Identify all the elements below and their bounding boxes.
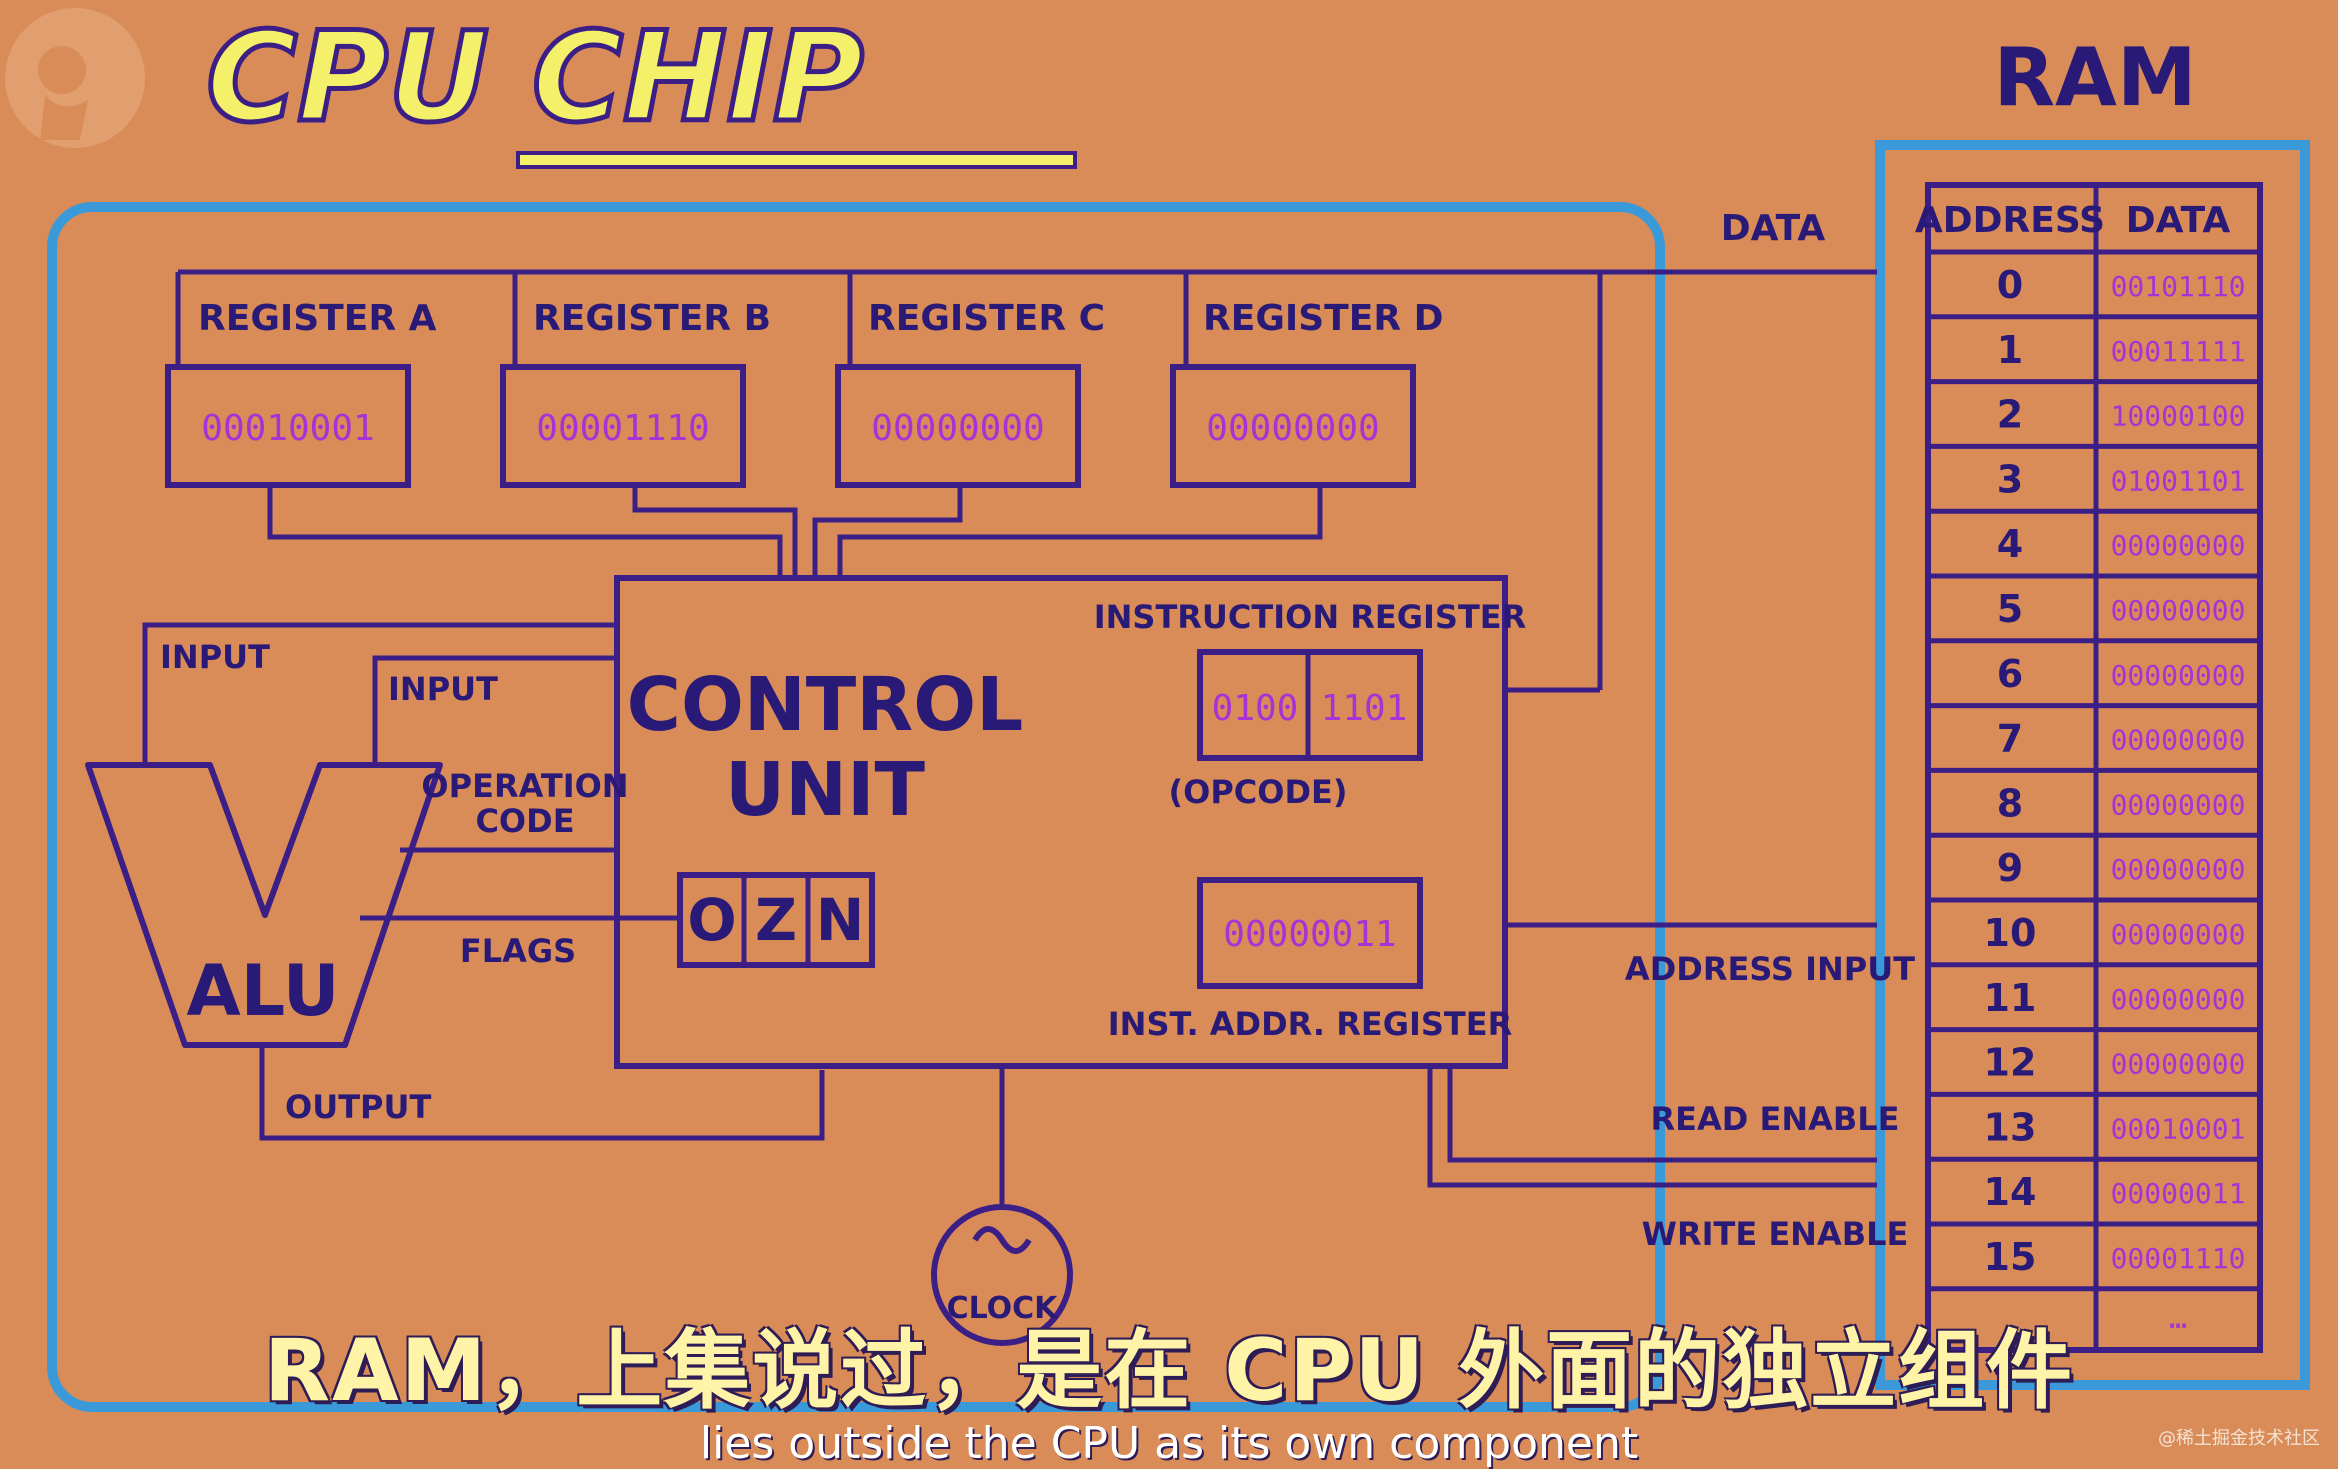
ram-address-cell: 7: [1997, 717, 2023, 761]
opcode-label: (OPCODE): [1168, 773, 1347, 811]
alu-input-2-label: INPUT: [388, 670, 498, 708]
ram-address-cell: 13: [1984, 1105, 2037, 1149]
register-c-label: REGISTER C: [868, 298, 1105, 339]
ram-more-rows-icon: ⋯: [2169, 1308, 2187, 1343]
ram-header-data: DATA: [2126, 200, 2231, 241]
clock: CLOCK: [931, 1204, 1073, 1346]
ram-rows: 0 00101110 1 00011111 2 10000100 3 01001101 4 000…: [1928, 249, 2260, 1292]
ram-data-cell: 00101110: [2111, 270, 2246, 303]
ram-data-cell: 00010001: [2111, 1112, 2246, 1145]
ram-data-cell: 00000000: [2111, 594, 2246, 627]
register-a: REGISTER A 00010001: [165, 298, 437, 488]
alu-opcode-line2: CODE: [475, 802, 574, 840]
alu-flags-label: FLAGS: [460, 932, 576, 970]
ram-address-cell: 0: [1997, 263, 2023, 307]
ram-data-cell: 00000000: [2111, 853, 2246, 886]
control-unit-line1: CONTROL: [627, 662, 1024, 748]
ram-data-cell: 00000000: [2111, 724, 2246, 757]
ram-address-cell: 3: [1997, 457, 2023, 501]
ram-wires: [1427, 922, 1877, 1188]
subtitle-chinese: RAM，上集说过，是在 CPU 外面的独立组件: [263, 1321, 2075, 1421]
ram-address-cell: 8: [1997, 781, 2023, 825]
register-b: REGISTER B 00001110: [500, 298, 771, 488]
register-d-value: 00000000: [1206, 408, 1379, 449]
ram-data-cell: 10000100: [2111, 400, 2246, 433]
cpu-chip-border: [47, 202, 1665, 1412]
ram-data-cell: 00000000: [2111, 983, 2246, 1016]
title-underline: [516, 151, 1077, 169]
ram-address-cell: 14: [1984, 1170, 2037, 1214]
register-d-label: REGISTER D: [1203, 298, 1443, 339]
ram-data-cell: 00011111: [2111, 335, 2246, 368]
register-a-value: 00010001: [201, 408, 374, 449]
register-c-value: 00000000: [871, 408, 1044, 449]
write-enable-label: WRITE ENABLE: [1642, 1215, 1909, 1253]
ram-address-cell: 12: [1984, 1041, 2037, 1085]
ram-address-cell: 15: [1984, 1235, 2037, 1279]
alu-input-1-label: INPUT: [160, 638, 270, 676]
inst-addr-register-value: 00000011: [1223, 914, 1396, 955]
ram-address-cell: 1: [1997, 328, 2023, 372]
alu-label: ALU: [186, 950, 339, 1032]
ram-address-cell: 9: [1997, 846, 2023, 890]
ram-data-cell: 00000011: [2111, 1177, 2246, 1210]
subtitle-english: lies outside the CPU as its own componen…: [699, 1418, 1639, 1469]
ram-address-cell: 6: [1997, 652, 2023, 696]
ram-data-cell: 01001101: [2111, 464, 2246, 497]
ram-title: RAM: [1993, 31, 2196, 124]
control-unit: CONTROL UNIT INSTRUCTION REGISTER 0100 1…: [614, 575, 1527, 1069]
read-enable-label: READ ENABLE: [1650, 1100, 1899, 1138]
pbs-logo-icon: [5, 8, 145, 148]
ram-data-cell: 00000000: [2111, 659, 2246, 692]
ram-data-cell: 00000000: [2111, 788, 2246, 821]
clock-label: CLOCK: [947, 1291, 1060, 1326]
ram-address-cell: 10: [1984, 911, 2037, 955]
alu-output-label: OUTPUT: [285, 1088, 431, 1126]
register-b-value: 00001110: [536, 408, 709, 449]
inst-addr-register-label: INST. ADDR. REGISTER: [1108, 1005, 1512, 1043]
alu-wires: [142, 622, 1005, 1205]
instruction-register-label: INSTRUCTION REGISTER: [1094, 598, 1527, 636]
ram-data-cell: 00000000: [2111, 1048, 2246, 1081]
instruction-operand: 1101: [1321, 688, 1408, 729]
ram-address-cell: 11: [1984, 976, 2037, 1020]
address-input-label: ADDRESS INPUT: [1625, 950, 1915, 988]
flag-overflow: O: [687, 886, 736, 954]
flag-negative: N: [816, 886, 865, 954]
ram-header-address: ADDRESS: [1915, 200, 2105, 241]
register-b-label: REGISTER B: [533, 298, 771, 339]
ram-data-cell: 00000000: [2111, 918, 2246, 951]
alu: ALU INPUT INPUT OPERATION CODE FLAGS OUT…: [85, 638, 629, 1126]
ram-data-cell: 00000000: [2111, 529, 2246, 562]
instruction-opcode: 0100: [1212, 688, 1299, 729]
flag-zero: Z: [755, 886, 797, 954]
chip-title: CPU CHIP: [206, 6, 864, 150]
register-c: REGISTER C 00000000: [835, 298, 1105, 488]
data-bus-label: DATA: [1721, 208, 1826, 249]
register-bus: [175, 269, 1877, 693]
register-a-label: REGISTER A: [198, 298, 437, 339]
ram-address-cell: 5: [1997, 587, 2023, 631]
ram-border: [1875, 140, 2310, 1390]
ram-address-cell: 4: [1997, 522, 2023, 566]
register-d: REGISTER D 00000000: [1170, 298, 1443, 488]
ram-data-cell: 00001110: [2111, 1242, 2246, 1275]
alu-opcode-line1: OPERATION: [421, 767, 628, 805]
clock-wave-icon: [972, 1226, 1032, 1254]
control-unit-line2: UNIT: [725, 747, 926, 833]
ram-address-cell: 2: [1997, 393, 2023, 437]
watermark: @稀土掘金技术社区: [2158, 1428, 2320, 1449]
